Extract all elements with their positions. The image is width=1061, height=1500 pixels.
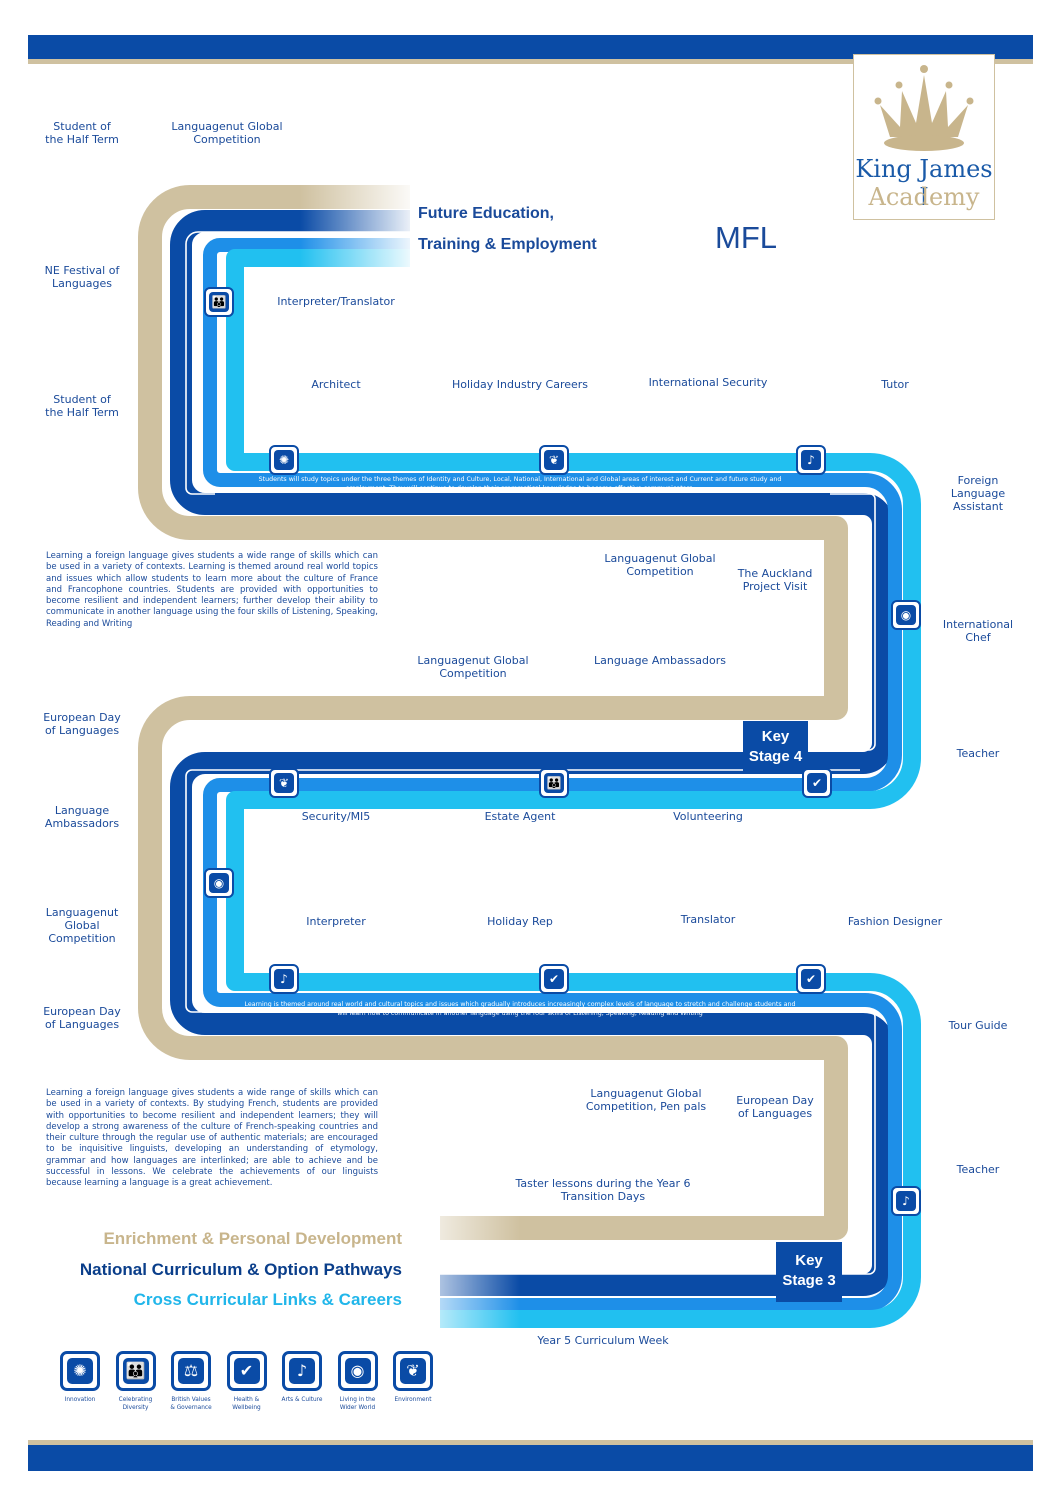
- legend-label: Health & Wellbeing: [232, 1397, 261, 1411]
- legend-label: British Values & Governance: [170, 1397, 212, 1411]
- enrichment-language-ambassadors-left: Language Ambassadors: [44, 804, 120, 830]
- career-international-chef: International Chef: [942, 618, 1014, 644]
- environment-icon: ❦: [269, 768, 299, 798]
- key-stage-3-label: Key Stage 3: [776, 1242, 842, 1302]
- career-international-security: International Security: [648, 376, 768, 389]
- legend-label: Celebrating Diversity: [118, 1397, 153, 1411]
- legend-label: Environment: [394, 1397, 432, 1403]
- celebrating-diversity-icon: 👪: [539, 768, 569, 798]
- health-wellbeing-icon: ✔: [539, 964, 569, 994]
- academy-logo: King James I Academy: [853, 54, 995, 220]
- career-fashion-designer: Fashion Designer: [847, 915, 943, 928]
- career-estate-agent: Estate Agent: [484, 810, 556, 823]
- environment-icon: ❦: [393, 1351, 433, 1391]
- wider-world-icon: ◉: [204, 868, 234, 898]
- future-heading-line1: Future Education,: [418, 205, 554, 222]
- wider-world-icon: ◉: [891, 600, 921, 630]
- ks4-description: Students will study topics under the thr…: [258, 476, 782, 492]
- career-teacher-ks3: Teacher: [956, 1163, 1000, 1176]
- key-stage-4-label: Key Stage 4: [743, 721, 808, 773]
- celebrating-diversity-icon: 👪: [115, 1351, 156, 1391]
- enrichment-language-ambassadors-ks4: Language Ambassadors: [594, 654, 726, 667]
- enrichment-european-day-3: European Day of Languages: [736, 1094, 814, 1120]
- strand-enrichment: Enrichment & Personal Development: [103, 1229, 402, 1248]
- enrichment-languagenut-ks4a: Languagenut Global Competition: [604, 552, 716, 578]
- innovation-icon: ✺: [269, 445, 299, 475]
- enrichment-year5-week: Year 5 Curriculum Week: [537, 1334, 669, 1347]
- strand-national-curriculum: National Curriculum & Option Pathways: [79, 1260, 402, 1279]
- ks3-paragraph: Learning a foreign language gives studen…: [46, 1088, 378, 1189]
- health-wellbeing-icon: ✔: [796, 964, 826, 994]
- key-stage-4-line1: Key: [761, 728, 790, 745]
- career-tutor: Tutor: [881, 378, 909, 391]
- enrichment-european-day-2: European Day of Languages: [43, 1005, 121, 1031]
- career-foreign-language-assistant: Foreign Language Assistant: [950, 474, 1006, 513]
- arts-culture-icon: ♪: [796, 445, 826, 475]
- british-values-icon: ⚖: [171, 1351, 211, 1391]
- ks4-paragraph: Learning a foreign language gives studen…: [46, 551, 378, 629]
- logo-name-line1: King James I: [855, 155, 993, 211]
- innovation-icon: ✺: [60, 1351, 100, 1391]
- legend-label: Innovation: [64, 1397, 96, 1403]
- enrichment-taster-lessons: Taster lessons during the Year 6 Transit…: [515, 1177, 691, 1203]
- arts-culture-icon: ♪: [891, 1186, 921, 1216]
- celebrating-diversity-icon: 👪: [204, 287, 234, 317]
- page-title: MFL: [715, 220, 777, 255]
- logo-name-line2: Academy: [868, 183, 980, 211]
- career-teacher-ks4: Teacher: [956, 747, 1000, 760]
- enrichment-ne-festival: NE Festival of Languages: [44, 264, 120, 290]
- enrichment-languagenut-top: Languagenut Global Competition: [171, 120, 283, 146]
- enrichment-student-half-term-2: Student of the Half Term: [45, 393, 119, 419]
- health-wellbeing-icon: ✔: [226, 1351, 267, 1391]
- key-stage-3-line1: Key: [795, 1252, 823, 1269]
- career-interpreter: Interpreter: [306, 915, 366, 928]
- legend-label: Living in the Wider World: [339, 1397, 376, 1411]
- career-tour-guide: Tour Guide: [948, 1019, 1008, 1032]
- key-stage-3-line2: Stage 3: [782, 1272, 836, 1289]
- crown-icon: [874, 65, 974, 151]
- strand-cross-curricular: Cross Curricular Links & Careers: [133, 1290, 402, 1309]
- legend-label: Arts & Culture: [281, 1397, 323, 1403]
- environment-icon: ❦: [539, 445, 569, 475]
- enrichment-languagenut-penpals: Languagenut Global Competition, Pen pals: [585, 1087, 707, 1113]
- enrichment-languagenut-left: Languagenut Global Competition: [45, 906, 119, 945]
- arts-culture-icon: ♪: [269, 964, 299, 994]
- career-security-mi5: Security/MI5: [301, 810, 371, 823]
- career-holiday-industry: Holiday Industry Careers: [451, 378, 589, 391]
- wider-world-icon: ◉: [337, 1351, 378, 1391]
- future-heading-line2: Training & Employment: [418, 236, 597, 253]
- enrichment-languagenut-ks4b: Languagenut Global Competition: [417, 654, 529, 680]
- enrichment-european-day-1: European Day of Languages: [43, 711, 121, 737]
- bottom-banner: [28, 1445, 1033, 1471]
- career-interpreter-translator: Interpreter/Translator: [277, 295, 395, 308]
- career-volunteering: Volunteering: [673, 810, 743, 823]
- key-stage-4-line2: Stage 4: [748, 748, 803, 765]
- health-wellbeing-icon: ✔: [802, 768, 832, 798]
- career-architect: Architect: [311, 378, 361, 391]
- ks3-description: Learning is themed around real world and…: [244, 1001, 796, 1017]
- top-banner-trim: [28, 59, 1033, 64]
- career-translator: Translator: [680, 913, 736, 926]
- enrichment-student-half-term-1: Student of the Half Term: [45, 120, 119, 146]
- bottom-banner-trim: [28, 1440, 1033, 1445]
- arts-culture-icon: ♪: [282, 1351, 322, 1391]
- career-holiday-rep: Holiday Rep: [487, 915, 553, 928]
- enrichment-auckland: The Auckland Project Visit: [737, 567, 813, 593]
